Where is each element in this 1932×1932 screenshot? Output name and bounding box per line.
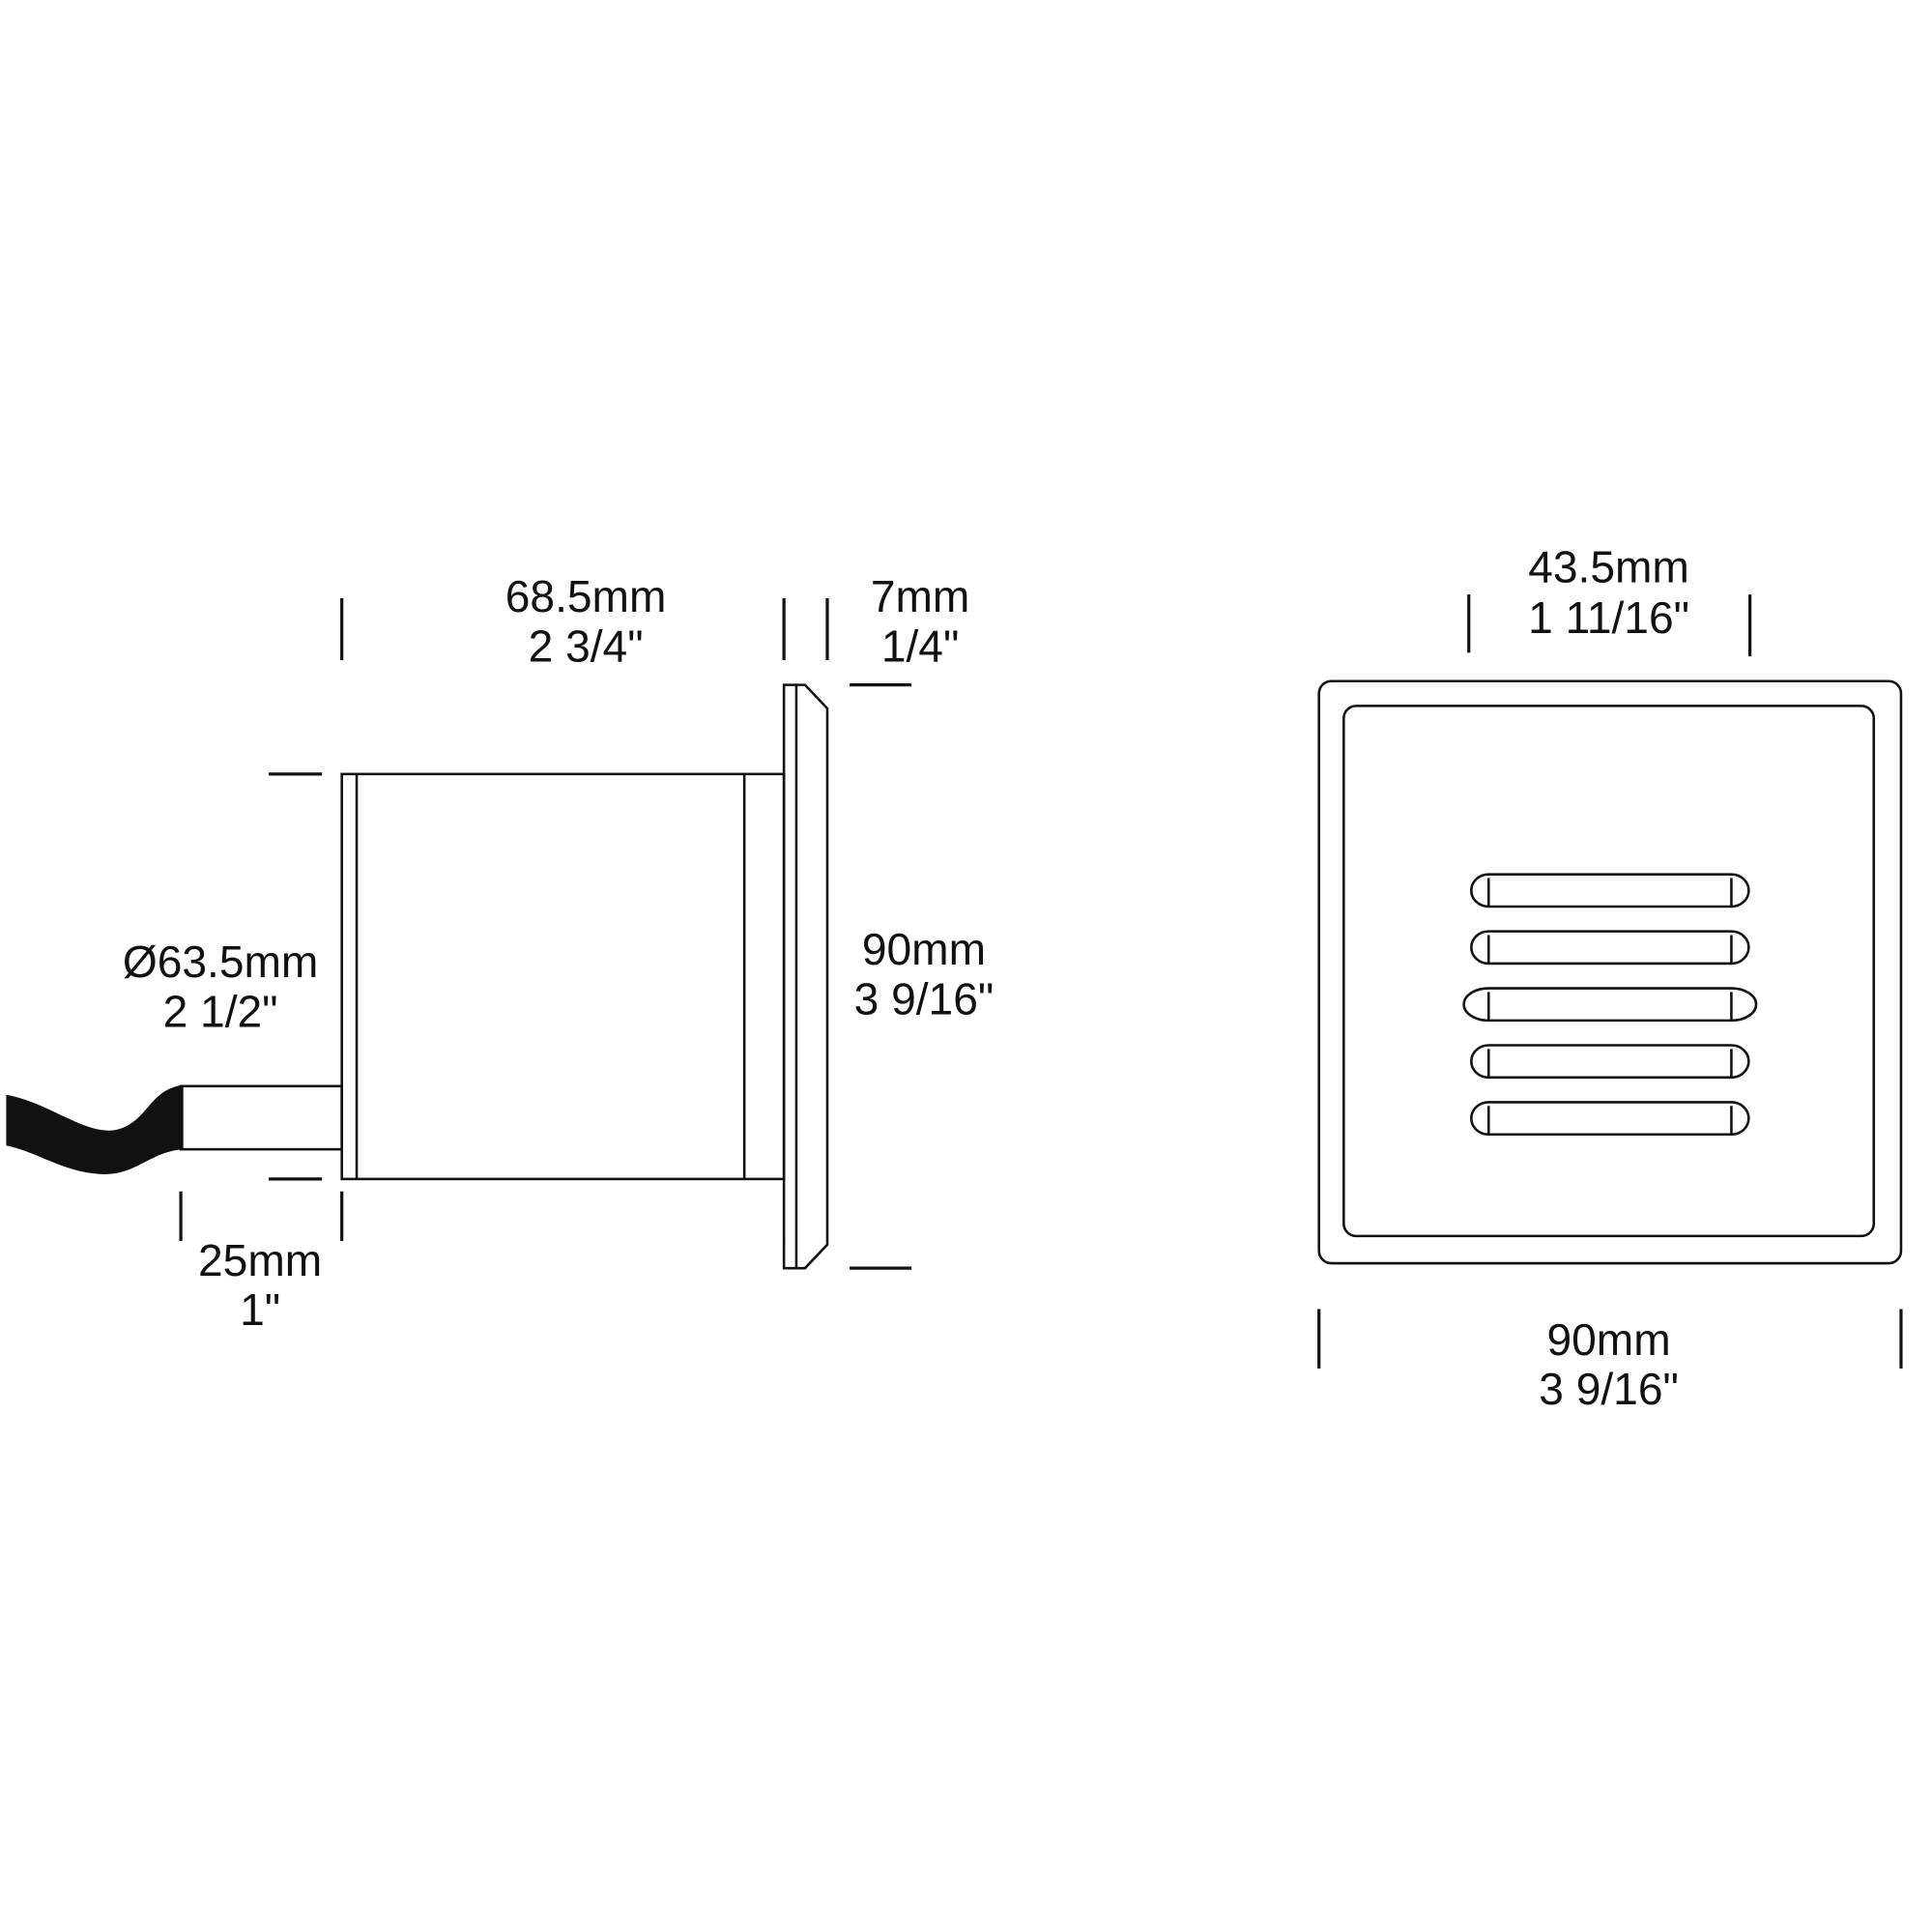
body-length-in: 2 3/4"	[529, 620, 644, 671]
louver-slot	[1462, 987, 1758, 1023]
cable-stub-in: 1"	[240, 1284, 280, 1335]
cable-stub-mm: 25mm	[198, 1235, 322, 1285]
body-length-mm: 68.5mm	[505, 571, 667, 621]
face-width-mm: 90mm	[1546, 1314, 1670, 1365]
front-view: 43.5mm 1 11/16" 90mm 3 9/16"	[1317, 541, 1903, 1414]
side-view: 68.5mm 2 3/4" 7mm 1/4" Ø63.5mm 2 1/2" 90…	[6, 571, 994, 1335]
face-width-in: 3 9/16"	[1539, 1364, 1679, 1414]
cable	[6, 1084, 184, 1174]
flange-thickness-mm: 7mm	[871, 571, 970, 621]
flange-height-in: 3 9/16"	[854, 973, 995, 1024]
housing-body	[340, 772, 786, 1181]
flange-thickness-in: 1/4"	[881, 620, 960, 671]
louver-width-mm: 43.5mm	[1528, 541, 1689, 591]
louver-slot	[1470, 1101, 1750, 1137]
louver-width-in: 1 11/16"	[1528, 592, 1689, 643]
flange-height-mm: 90mm	[862, 924, 986, 974]
flange	[782, 683, 829, 1270]
faceplate-outer	[1317, 679, 1903, 1265]
louver-slot	[1470, 930, 1750, 966]
diameter-mm: Ø63.5mm	[123, 937, 319, 987]
louver-slot	[1470, 873, 1750, 908]
cable-sleeve	[179, 1084, 343, 1151]
diameter-in: 2 1/2"	[163, 986, 278, 1036]
faceplate-inner	[1342, 705, 1876, 1238]
louver-grille	[1462, 873, 1758, 1137]
louver-slot	[1470, 1044, 1750, 1080]
